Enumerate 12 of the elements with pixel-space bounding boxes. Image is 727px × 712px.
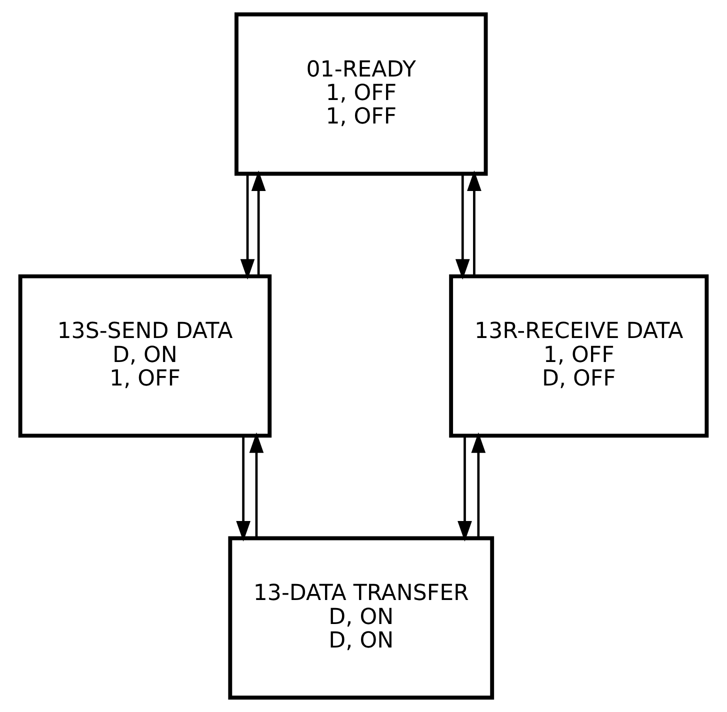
node-box: 01-READY 1, OFF 1, OFF <box>234 12 488 176</box>
arrow <box>467 170 482 276</box>
arrow <box>251 170 266 276</box>
arrow <box>249 432 264 538</box>
arrow <box>458 436 472 542</box>
arrow <box>471 432 486 538</box>
node-box: 13R-RECEIVE DATA 1, OFF D, OFF <box>449 274 709 438</box>
node-box: 13-DATA TRANSFER D, ON D, ON <box>228 536 494 700</box>
node-box: 13S-SEND DATA D, ON 1, OFF <box>18 274 272 438</box>
arrow <box>236 436 250 542</box>
arrow <box>455 174 470 280</box>
arrow <box>240 174 255 280</box>
